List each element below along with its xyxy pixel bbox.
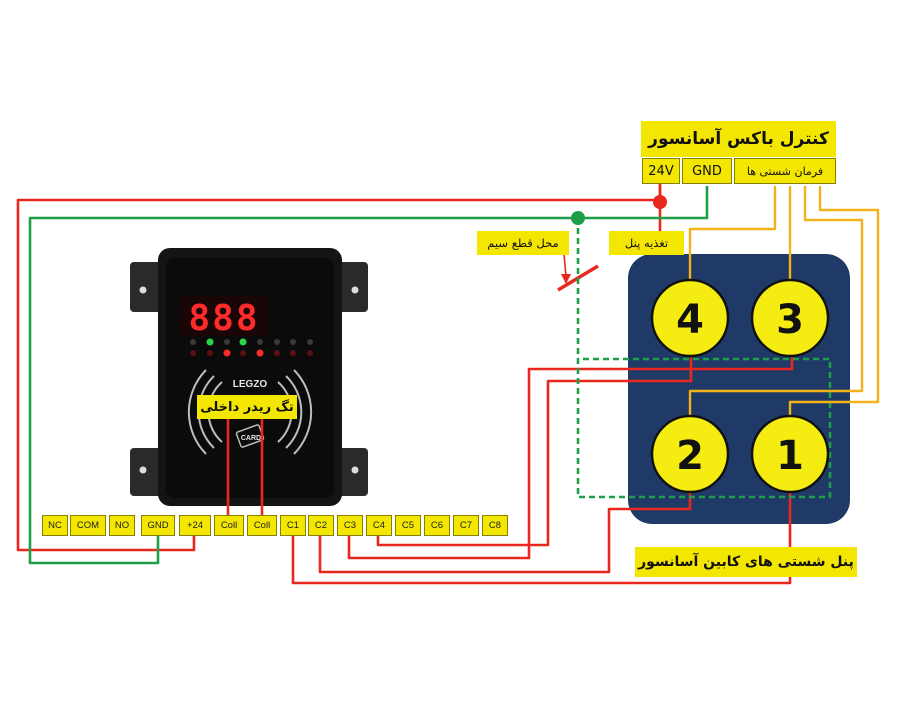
terminal-com: COM: [70, 515, 106, 536]
wire-c4-btn4: [376, 355, 693, 547]
terminal-no: NO: [109, 515, 135, 536]
wire-cmd-btn4: [688, 186, 777, 280]
button-3[interactable]: 3: [750, 278, 830, 358]
bracket-hole-icon: [351, 286, 359, 294]
button-2-label: 2: [676, 433, 704, 479]
led-icon: [190, 339, 196, 345]
wire-cut-location-label: محل قطع سیم: [477, 231, 569, 255]
terminal-c1: C1: [280, 515, 306, 536]
button-4-label: 4: [676, 297, 704, 343]
led-icon: [257, 339, 263, 345]
led-icon: [274, 350, 280, 356]
led-icon: [207, 350, 213, 356]
terminal-c8: C8: [482, 515, 508, 536]
wire-cut-pointer: [563, 253, 567, 277]
led-icon: [307, 350, 313, 356]
terminal-c2: C2: [308, 515, 334, 536]
display-digits: 888: [188, 298, 259, 339]
led-icon: [240, 350, 246, 356]
terminal-c4: C4: [366, 515, 392, 536]
card-label: CARD: [241, 435, 261, 442]
yellow-wires: [688, 186, 880, 420]
control-box-24v: 24V: [642, 158, 680, 184]
led-icon: [256, 349, 264, 357]
bracket-hole-icon: [139, 286, 147, 294]
control-box-title: کنترل باکس آسانسور: [641, 121, 836, 157]
led-icon: [224, 339, 230, 345]
cabin-button-panel-label: پنل شستی های کابین آسانسور: [635, 547, 857, 577]
wire-gnd-dashed: [576, 218, 832, 499]
button-1-label: 1: [776, 433, 804, 479]
junction-green-icon: [571, 211, 585, 225]
control-box-gnd: GND: [682, 158, 732, 184]
led-icon: [290, 339, 296, 345]
terminal-gnd: GND: [141, 515, 175, 536]
button-1[interactable]: 1: [750, 414, 830, 494]
led-icon: [307, 339, 313, 345]
terminal-coll-2: Coll: [247, 515, 277, 536]
wire-c1-btn1: [291, 492, 792, 585]
button-4[interactable]: 4: [650, 278, 730, 358]
led-icon: [290, 350, 296, 356]
panel-power-label: تغذیه پنل: [609, 231, 684, 255]
led-icon: [274, 339, 280, 345]
bracket-hole-icon: [351, 466, 359, 474]
cut-arrow-icon: [561, 274, 571, 284]
wire-cmd-btn1: [788, 186, 880, 420]
wire-cmd-btn2: [688, 186, 864, 420]
button-3-label: 3: [776, 297, 804, 343]
led-icon: [190, 350, 196, 356]
status-leds: [190, 338, 313, 357]
button-2[interactable]: 2: [650, 414, 730, 494]
wire-c2-btn2: [318, 492, 692, 574]
terminal-nc: NC: [42, 515, 68, 536]
bracket-hole-icon: [139, 466, 147, 474]
brand-logo: LEGZO: [233, 379, 268, 390]
led-icon: [239, 338, 247, 346]
terminal-coll-1: Coll: [214, 515, 244, 536]
control-box-floor-command: فرمان شستی ها: [734, 158, 836, 184]
internal-tag-reader-label: تگ ریدر داخلی: [197, 395, 297, 419]
wire-c3-btn3: [347, 355, 794, 560]
junction-red-icon: [653, 195, 667, 209]
terminal-plus24: +24: [179, 515, 211, 536]
terminal-c7: C7: [453, 515, 479, 536]
terminal-c3: C3: [337, 515, 363, 536]
terminal-c6: C6: [424, 515, 450, 536]
wire-gnd-to-gnd: [28, 186, 709, 565]
led-icon: [206, 338, 214, 346]
seven-segment-display: [180, 296, 268, 336]
device-face: [166, 258, 334, 498]
led-icon: [223, 349, 231, 357]
terminal-c5: C5: [395, 515, 421, 536]
green-wires: [28, 186, 832, 565]
